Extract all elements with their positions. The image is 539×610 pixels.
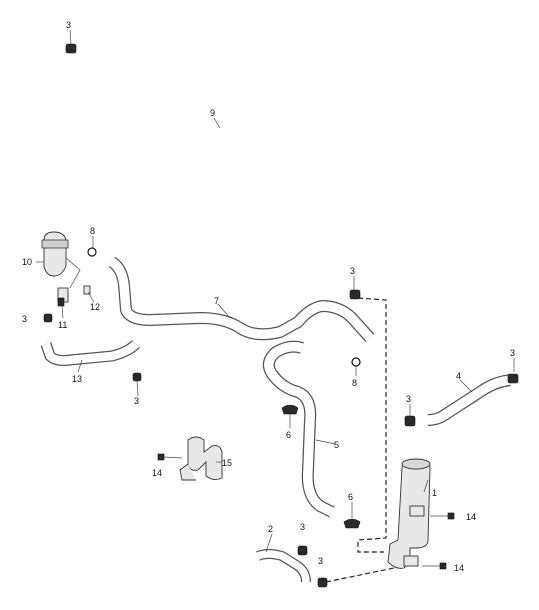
clamp-8-a xyxy=(87,247,97,257)
hose-5 xyxy=(262,340,335,518)
leader-5 xyxy=(315,439,336,445)
callout-5: 5 xyxy=(334,440,340,450)
clamp-3-f xyxy=(297,545,308,556)
clamp-3-top xyxy=(65,43,77,54)
clamp-3-a xyxy=(349,289,361,300)
callout-3-c: 3 xyxy=(134,396,140,406)
callout-13: 13 xyxy=(72,374,83,384)
callout-2: 2 xyxy=(268,524,274,534)
callout-3-d: 3 xyxy=(406,394,412,404)
callout-8-a: 8 xyxy=(90,226,96,236)
callout-11: 11 xyxy=(58,320,68,330)
callout-3-top: 3 xyxy=(66,20,72,30)
hose-7 xyxy=(108,256,375,343)
bolt-14-c xyxy=(422,562,447,570)
fitting-11 xyxy=(57,297,65,307)
hose-2 xyxy=(256,549,311,583)
leader-3c xyxy=(136,380,139,397)
flow-line-right xyxy=(357,297,387,553)
clamp-3-b xyxy=(43,313,53,323)
flow-line-bottom xyxy=(325,567,395,583)
callout-12: 12 xyxy=(90,302,101,312)
hose-9 xyxy=(98,57,332,292)
leader-9 xyxy=(213,117,221,129)
fitting-12 xyxy=(83,285,91,295)
clamp-6-a xyxy=(281,404,299,415)
callout-7: 7 xyxy=(214,296,220,306)
bolt-14-b xyxy=(430,512,455,520)
leader-2 xyxy=(265,533,273,553)
callout-3-b: 3 xyxy=(22,314,28,324)
hose-4 xyxy=(427,374,511,426)
callout-3-g: 3 xyxy=(318,556,324,566)
reservoir-canister xyxy=(387,458,431,569)
callout-10: 10 xyxy=(22,257,33,267)
bolt-14-a xyxy=(157,453,183,461)
clamp-3-c xyxy=(132,372,142,382)
bracket-15 xyxy=(179,436,223,481)
callout-8-b: 8 xyxy=(352,378,358,388)
callout-15: 15 xyxy=(222,458,233,468)
callout-9: 9 xyxy=(210,108,216,118)
clamp-3-e xyxy=(507,373,519,384)
callout-3-a: 3 xyxy=(350,266,356,276)
leader-13 xyxy=(77,359,83,373)
clamp-3-g xyxy=(317,577,328,588)
callout-14-c: 14 xyxy=(454,563,465,573)
leader-11 xyxy=(61,305,64,319)
callout-3-f: 3 xyxy=(300,522,306,532)
leader-12 xyxy=(87,291,95,303)
leader-4 xyxy=(459,379,473,393)
callout-6-a: 6 xyxy=(286,430,292,440)
hose-13 xyxy=(40,339,140,366)
callout-6-b: 6 xyxy=(348,492,354,502)
callout-1: 1 xyxy=(432,488,438,498)
callout-14-b: 14 xyxy=(466,512,477,522)
leader-3-top xyxy=(69,29,72,45)
thermostat-housing xyxy=(41,231,81,303)
clamp-3-d xyxy=(404,415,416,427)
leader-1 xyxy=(423,479,429,493)
clamp-8-b xyxy=(351,357,361,367)
callout-4: 4 xyxy=(456,371,462,381)
clamp-6-b xyxy=(343,518,361,529)
callout-14-a: 14 xyxy=(152,468,163,478)
leader-7 xyxy=(217,303,231,319)
callout-3-e: 3 xyxy=(510,348,516,358)
